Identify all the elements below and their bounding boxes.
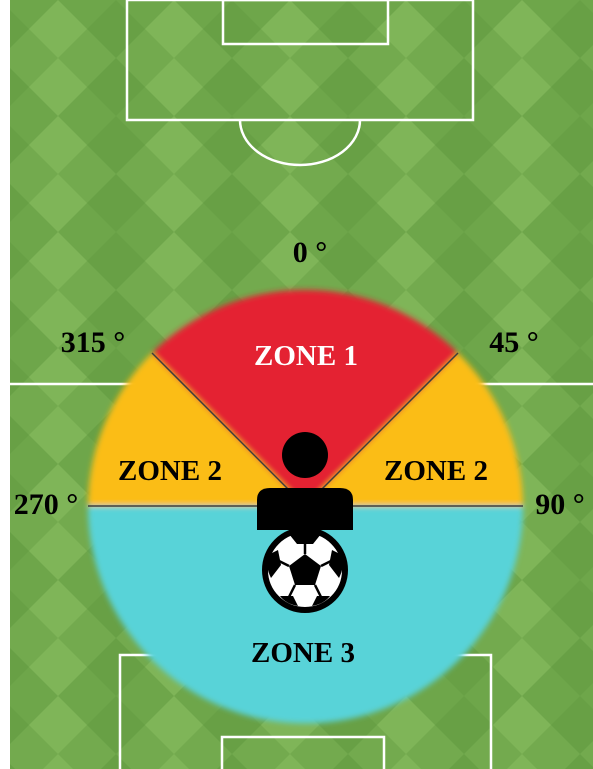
zone2-left-label: ZONE 2 [118, 455, 222, 487]
zone1-label: ZONE 1 [254, 340, 358, 372]
angle-0-label: 0 ° [293, 236, 328, 269]
angle-45-label: 45 ° [489, 326, 539, 359]
zone2-right-label: ZONE 2 [384, 455, 488, 487]
soccer-ball-icon [265, 530, 345, 610]
player-head [282, 432, 328, 478]
zone3-label: ZONE 3 [251, 637, 355, 669]
player-body [257, 488, 353, 530]
angle-270-label: 270 ° [14, 488, 79, 521]
angle-90-label: 90 ° [535, 488, 585, 521]
angle-315-label: 315 ° [61, 326, 126, 359]
